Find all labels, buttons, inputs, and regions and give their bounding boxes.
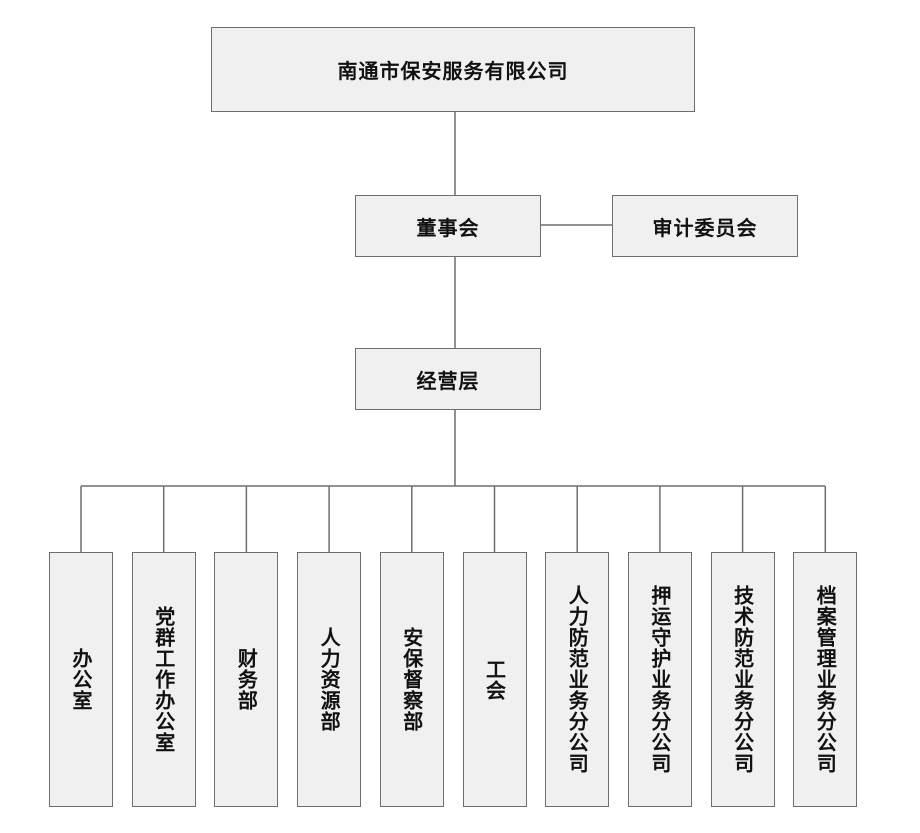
department-label: 党群工作办公室 <box>151 606 176 753</box>
department-box: 人力防范业务分公司 <box>545 552 610 807</box>
board-label: 董事会 <box>416 215 480 240</box>
board-box: 董事会 <box>355 195 541 257</box>
management-label: 经营层 <box>416 368 480 393</box>
department-box: 押运守护业务分公司 <box>627 552 692 807</box>
audit-committee-label: 审计委员会 <box>652 215 758 240</box>
department-label: 办公室 <box>69 648 93 711</box>
department-label: 档案管理业务分公司 <box>813 585 838 774</box>
department-box: 技术防范业务分公司 <box>710 552 775 807</box>
department-label: 财务部 <box>234 648 259 711</box>
department-drops <box>80 486 827 552</box>
department-box: 办公室 <box>49 552 113 807</box>
management-box: 经营层 <box>355 348 541 410</box>
department-box: 安保督察部 <box>379 552 444 807</box>
department-label: 人力防范业务分公司 <box>565 585 590 774</box>
company-box: 南通市保安服务有限公司 <box>211 27 695 112</box>
department-box: 工会 <box>462 552 527 807</box>
department-box: 党群工作办公室 <box>131 552 196 807</box>
department-label: 技术防范业务分公司 <box>730 585 755 774</box>
department-label: 人力资源部 <box>317 627 342 732</box>
department-box: 档案管理业务分公司 <box>793 552 858 807</box>
audit-committee-box: 审计委员会 <box>612 195 798 257</box>
department-label: 工会 <box>482 658 507 701</box>
department-box: 财务部 <box>214 552 279 807</box>
department-label: 安保督察部 <box>399 627 424 732</box>
company-name: 南通市保安服务有限公司 <box>337 59 569 83</box>
department-box: 人力资源部 <box>297 552 362 807</box>
department-label: 押运守护业务分公司 <box>647 585 672 774</box>
